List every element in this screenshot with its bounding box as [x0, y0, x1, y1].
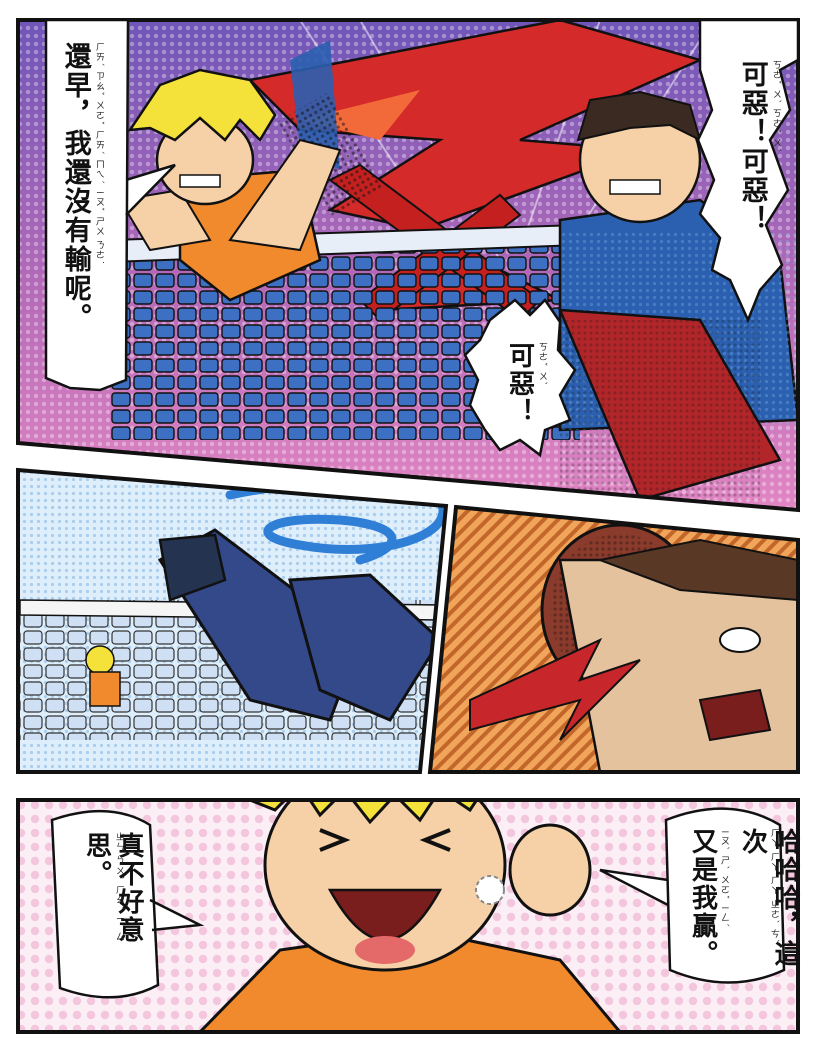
dialogue-win-zhuyin2: ㄧㄡˋ ㄕˋ ㄨㄛˇ ㄧㄥˊ [718, 828, 729, 928]
dialogue-left-line: 還早，我還沒有輸呢。 [59, 42, 91, 332]
dialogue-win-line2: 又是我贏。 [687, 828, 718, 968]
panel-two-right-art [430, 507, 798, 772]
dialogue-win-line1: 哈哈哈，這次 [737, 828, 801, 968]
dialogue-middle-line: 可惡！ [504, 342, 535, 426]
dialogue-left-zhuyin: ㄏㄞˊ ㄗㄠˇ ㄨㄛˇ ㄏㄞˊ ㄇㄟˊ ㄧㄡˇ ㄕㄨ ㄋㄜ˙ [93, 42, 104, 266]
dialogue-right-zhuyin: ㄎㄜˇ ㄨˋ ㄎㄜˇ ㄨˋ [770, 60, 781, 154]
panel-two-left-border [16, 467, 449, 774]
dialogue-middle-zhuyin: ㄎㄜˇ ㄨˋ [536, 342, 547, 387]
dialogue-apology-line: 真不好意思。 [81, 832, 145, 944]
panel-two-right-border [427, 504, 800, 774]
dialogue-right-line: 可惡！可惡！ [736, 60, 768, 234]
panel-two-left-art [18, 470, 446, 772]
panel-one-border [16, 18, 800, 513]
panel-one-art [18, 20, 798, 510]
dialogue-win-zhuyin1: ㄏㄚ ㄏㄚ ㄏㄚ ㄓㄜˋ ㄘˋ [768, 828, 779, 945]
blond-boy-kicking [118, 68, 342, 302]
dialogue-apology-zhuyin: ㄓㄣ ㄅㄨˋ ㄏㄠˇ ㄧˋ ㄙ [113, 832, 124, 943]
